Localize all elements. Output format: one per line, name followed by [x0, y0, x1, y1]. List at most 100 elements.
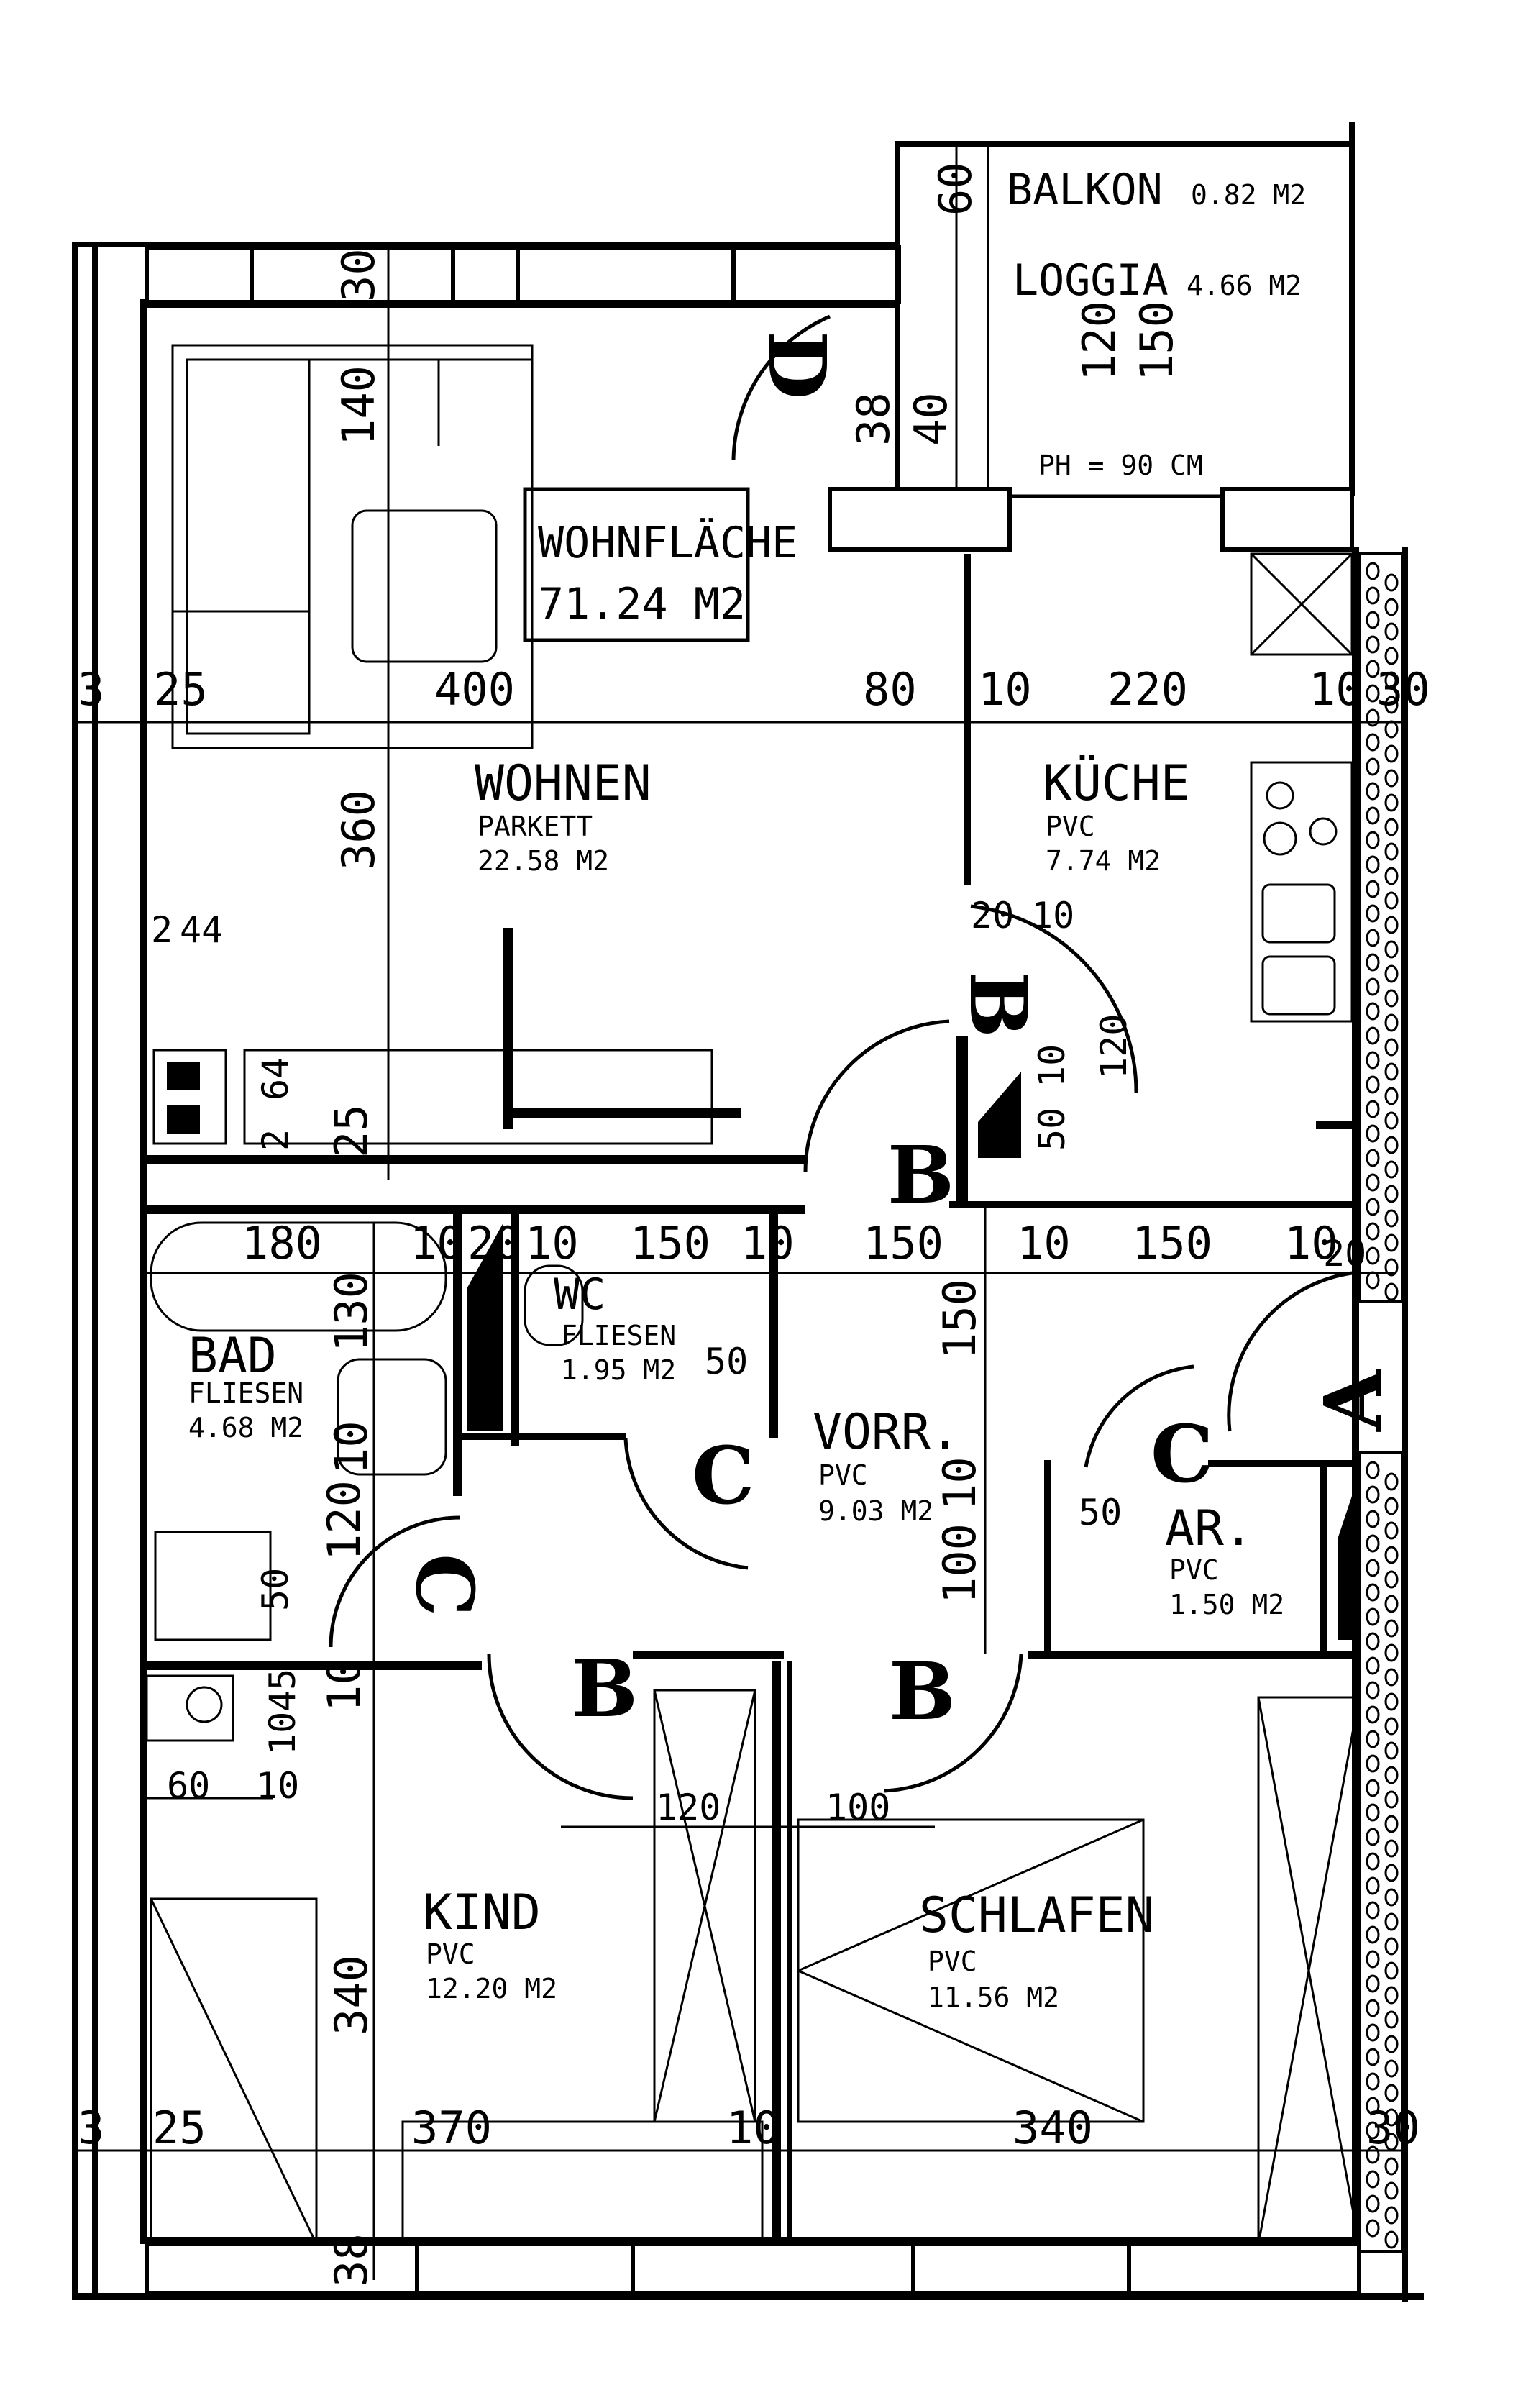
- door-type-d: D: [751, 331, 844, 399]
- stone-mark: [1384, 1643, 1399, 1662]
- dim-label: 50: [1079, 1492, 1122, 1533]
- room-area-vorr: 9.03 M2: [818, 1495, 933, 1527]
- room-area-wc: 1.95 M2: [561, 1354, 676, 1386]
- dim-label: 10: [525, 1217, 579, 1269]
- room-name-schlafen: SCHLAFEN: [919, 1887, 1155, 1944]
- dim-label: 400: [434, 663, 515, 716]
- room-area-ar: 1.50 M2: [1169, 1589, 1284, 1620]
- stone-mark: [1366, 1002, 1380, 1021]
- room-area-bad: 4.68 M2: [188, 1412, 303, 1444]
- room-floor-ar: PVC: [1169, 1554, 1219, 1586]
- dim-label: 10: [318, 1658, 370, 1712]
- dim-label: 60: [167, 1765, 210, 1807]
- dim-label: 100: [826, 1787, 890, 1828]
- stone-mark: [1366, 1173, 1380, 1192]
- dim-label: 360: [332, 790, 385, 870]
- stone-mark: [1366, 1026, 1380, 1045]
- room-name-wohnen: WOHNEN: [475, 755, 652, 812]
- stone-mark: [1366, 1510, 1380, 1528]
- dim-label: 340: [1012, 2102, 1093, 2154]
- stone-mark: [1384, 1619, 1399, 1638]
- stone-mark: [1384, 891, 1399, 910]
- stone-mark: [1366, 1149, 1380, 1167]
- stone-mark: [1384, 989, 1399, 1008]
- stone-mark: [1384, 1815, 1399, 1833]
- room-name-balkon: BALKON: [1007, 165, 1163, 215]
- stone-mark: [1366, 2194, 1380, 2213]
- room-area-loggia: 4.66 M2: [1187, 270, 1302, 301]
- stone-mark: [1366, 1999, 1380, 2017]
- stone-mark: [1384, 1258, 1399, 1277]
- dim-label: 30: [332, 248, 385, 302]
- stone-mark: [1384, 2084, 1399, 2102]
- door-type-a: A: [1307, 1369, 1399, 1432]
- dim-label: 10: [933, 1456, 986, 1510]
- dim-label: 370: [411, 2102, 492, 2154]
- stone-mark: [1366, 1656, 1380, 1675]
- stone-mark: [1384, 1062, 1399, 1081]
- stone-mark: [1384, 1692, 1399, 1711]
- stone-mark: [1366, 855, 1380, 874]
- dim-label: 120: [1073, 301, 1125, 381]
- stone-mark: [1366, 2097, 1380, 2115]
- stone-mark: [1384, 1937, 1399, 1956]
- stone-mark: [1366, 1925, 1380, 1944]
- room-area-wohnen: 22.58 M2: [477, 845, 609, 877]
- stone-mark: [1384, 1570, 1399, 1589]
- dim-label: 150: [1132, 1217, 1212, 1269]
- stone-mark: [1366, 1461, 1380, 1479]
- stone-mark: [1384, 818, 1399, 836]
- room-floor-kueche: PVC: [1046, 811, 1095, 842]
- dim-label: 120: [318, 1480, 370, 1561]
- door-type-b-schlafen: B: [889, 1645, 956, 1738]
- stone-mark: [1384, 1912, 1399, 1931]
- dim-label: 30: [1366, 2102, 1420, 2154]
- dim-label: 20: [467, 1217, 521, 1269]
- stone-mark: [1384, 647, 1399, 665]
- stone-mark: [1366, 1730, 1380, 1748]
- stone-mark: [1366, 1876, 1380, 1895]
- stone-mark: [1384, 1111, 1399, 1130]
- dim-label: 25: [154, 663, 208, 716]
- stone-mark: [1366, 2072, 1380, 2091]
- stone-mark: [1366, 611, 1380, 629]
- stone-mark: [1384, 1888, 1399, 1907]
- stone-mark: [1384, 1497, 1399, 1515]
- stone-mark: [1384, 1136, 1399, 1154]
- dim-label: 50: [255, 1568, 296, 1611]
- dim-label: 100: [933, 1523, 986, 1604]
- total-area-label: WOHNFLÄCHE: [538, 517, 797, 568]
- stone-mark: [1366, 1803, 1380, 1822]
- door-swings: [329, 314, 1353, 1800]
- room-floor-kind: PVC: [426, 1938, 475, 1970]
- stone-mark: [1366, 1852, 1380, 1871]
- stone-mark: [1384, 1160, 1399, 1179]
- stone-mark: [1366, 782, 1380, 801]
- stone-mark: [1366, 684, 1380, 703]
- stone-mark: [1384, 2108, 1399, 2127]
- stone-mark: [1384, 744, 1399, 763]
- stone-mark: [1366, 660, 1380, 678]
- stone-mark: [1384, 1839, 1399, 1858]
- stone-mark: [1384, 1185, 1399, 1203]
- stone-mark: [1366, 708, 1380, 727]
- stone-mark: [1384, 1013, 1399, 1032]
- stone-mark: [1384, 842, 1399, 861]
- stone-mark: [1384, 940, 1399, 959]
- room-area-kueche: 7.74 M2: [1046, 845, 1161, 877]
- dim-label: 10: [325, 1420, 378, 1474]
- stone-mark: [1384, 1087, 1399, 1105]
- stone-mark: [1366, 2121, 1380, 2140]
- dim-label: 30: [1376, 663, 1430, 716]
- stone-mark: [1366, 1828, 1380, 1846]
- stone-mark: [1384, 1741, 1399, 1760]
- stone-mark: [1366, 953, 1380, 972]
- interior-walls: [144, 554, 1359, 2244]
- stone-mark: [1366, 1632, 1380, 1651]
- door-type-b-kind: B: [571, 1642, 638, 1735]
- dim-label: 150: [863, 1217, 943, 1269]
- room-name-bad: BAD: [188, 1328, 277, 1385]
- room-name-loggia: LOGGIA: [1012, 255, 1169, 306]
- parapet-height: PH = 90 CM: [1038, 450, 1203, 481]
- stone-mark: [1366, 1974, 1380, 1993]
